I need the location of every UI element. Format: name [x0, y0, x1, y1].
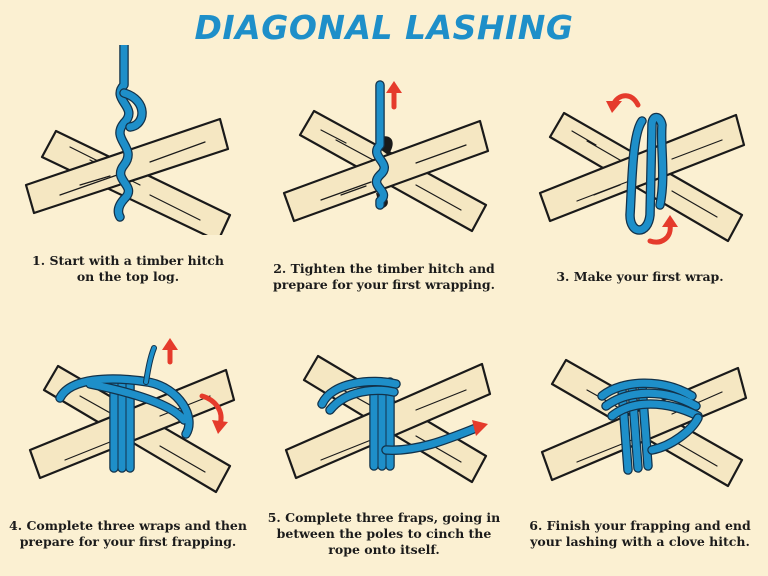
- rope: [113, 45, 147, 222]
- step-3-panel: 3. Make your first wrap.: [512, 45, 768, 295]
- caption-line: 2. Tighten the timber hitch and: [273, 261, 495, 276]
- caption-line: prepare for your first frapping.: [19, 534, 237, 549]
- caption-line: on the top log.: [76, 269, 180, 284]
- step-1-caption: 1. Start with a timber hitch on the top …: [0, 253, 256, 285]
- curved-arrow-bottom-icon: [647, 215, 678, 245]
- curved-arrow-top-icon: [606, 93, 641, 113]
- step-3-illustration: [538, 93, 746, 245]
- caption-line: 3. Make your first wrap.: [556, 269, 724, 284]
- arrow-up-icon: [386, 81, 402, 110]
- shadow: [376, 136, 393, 209]
- step-6-illustration: [540, 358, 748, 488]
- step-2-caption: 2. Tighten the timber hitch and prepare …: [256, 261, 512, 293]
- page-title: DIAGONAL LASHING: [194, 8, 574, 47]
- step-4-caption: 4. Complete three wraps and then prepare…: [0, 518, 256, 550]
- step-4-panel: 4. Complete three wraps and then prepare…: [0, 300, 256, 550]
- rope: [371, 80, 389, 210]
- step-1-illustration: [24, 45, 232, 235]
- rope: [597, 378, 703, 475]
- curved-arrow-right-icon: [199, 393, 228, 434]
- step-2-panel: 2. Tighten the timber hitch and prepare …: [256, 45, 512, 295]
- step-6-panel: 6. Finish your frapping and end your las…: [512, 300, 768, 550]
- caption-line: 1. Start with a timber hitch: [32, 253, 224, 268]
- step-3-caption: 3. Make your first wrap.: [512, 269, 768, 285]
- step-4-illustration: [28, 338, 236, 494]
- step-5-illustration: [284, 354, 492, 484]
- caption-line: 4. Complete three wraps and then: [9, 518, 247, 533]
- log-top: [538, 113, 746, 223]
- rope: [55, 345, 194, 473]
- step-5-panel: 5. Complete three fraps, going in betwee…: [256, 300, 512, 557]
- step-1-panel: 1. Start with a timber hitch on the top …: [0, 45, 256, 295]
- arrow-right-icon: [472, 420, 488, 436]
- caption-line: between the poles to cinch the: [276, 526, 492, 541]
- caption-line: 6. Finish your frapping and end: [529, 518, 751, 533]
- caption-line: 5. Complete three fraps, going in: [267, 510, 501, 525]
- rope: [317, 376, 481, 471]
- step-6-caption: 6. Finish your frapping and end your las…: [512, 518, 768, 550]
- rope: [625, 112, 668, 235]
- step-5-caption: 5. Complete three fraps, going in betwee…: [256, 510, 512, 558]
- caption-line: prepare for your first wrapping.: [273, 277, 495, 292]
- arrow-up-icon: [162, 338, 178, 365]
- caption-line: your lashing with a clove hitch.: [530, 534, 750, 549]
- caption-line: rope onto itself.: [328, 542, 440, 557]
- step-2-illustration: [282, 80, 490, 233]
